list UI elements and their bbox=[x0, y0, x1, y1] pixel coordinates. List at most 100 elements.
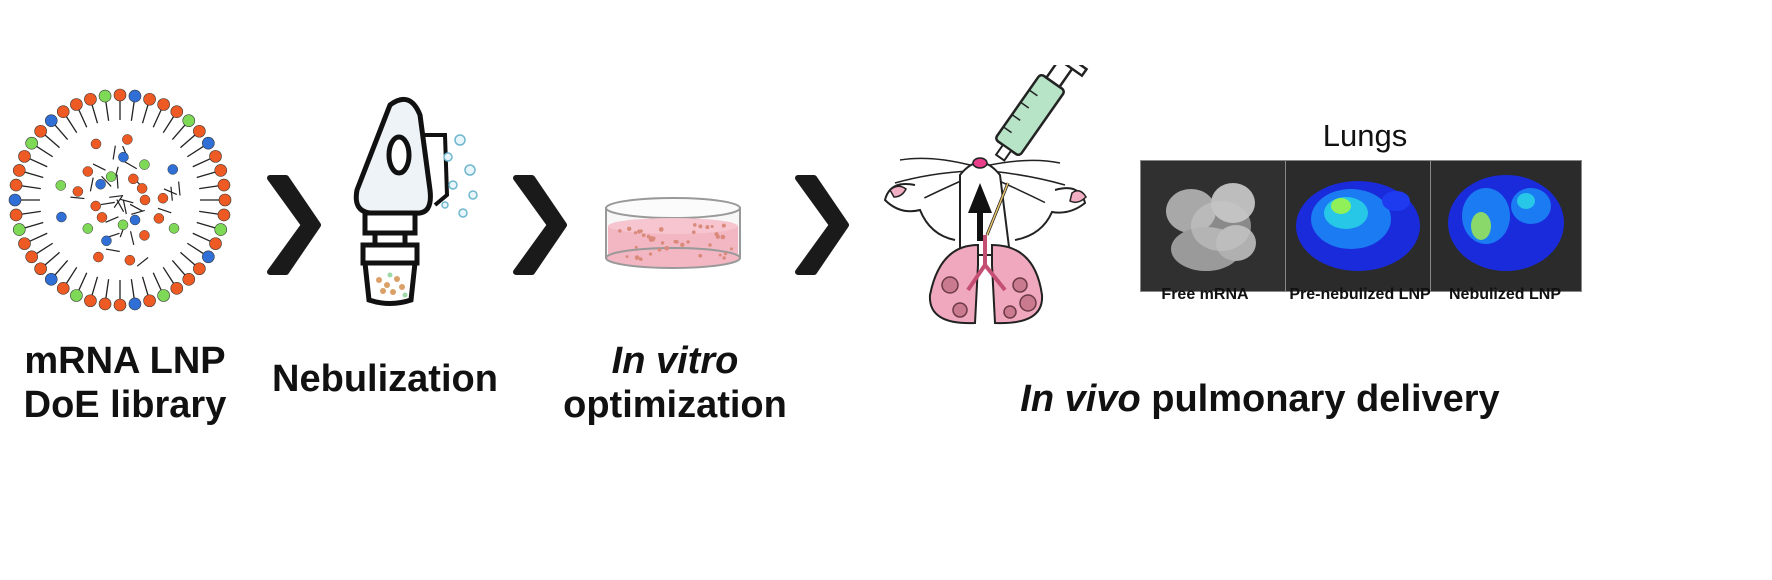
cell-dot bbox=[724, 252, 727, 255]
lipid-head bbox=[114, 299, 126, 311]
step-invivo-italic: In vivo bbox=[1020, 378, 1140, 420]
lipid-head bbox=[122, 134, 132, 144]
lipid-head bbox=[84, 93, 96, 105]
lipid-head bbox=[219, 194, 231, 206]
cell-dot bbox=[651, 238, 655, 242]
lipid-head bbox=[171, 282, 183, 294]
lipid-head bbox=[137, 183, 147, 193]
lipid-head bbox=[154, 213, 164, 223]
lipid-head bbox=[218, 209, 230, 221]
cell-dot bbox=[730, 247, 733, 250]
lipid-head bbox=[118, 152, 128, 162]
cell-dot bbox=[711, 225, 714, 228]
lipid-head bbox=[35, 263, 47, 275]
lung-bioluminescence-image bbox=[1286, 161, 1436, 291]
cell-dot bbox=[692, 230, 696, 234]
lipid-head bbox=[84, 295, 96, 307]
lipid-head bbox=[129, 90, 141, 102]
cell-dot bbox=[722, 224, 726, 228]
cell-dot bbox=[649, 252, 652, 255]
step-invitro-label: In vitro optimization bbox=[545, 340, 805, 427]
step-invivo-label: In vivo pulmonary delivery bbox=[980, 378, 1540, 422]
cell-dot bbox=[618, 229, 622, 233]
caption-nebulized: Nebulized LNP bbox=[1420, 286, 1590, 304]
lipid-head bbox=[125, 255, 135, 265]
cell-dot bbox=[722, 256, 725, 259]
lipid-head bbox=[70, 98, 82, 110]
cell-dot bbox=[642, 233, 646, 237]
cell-dot bbox=[661, 241, 664, 244]
chevron-right-icon bbox=[790, 170, 850, 280]
caption-free-mrna: Free mRNA bbox=[1120, 286, 1290, 304]
cell-dot bbox=[634, 231, 637, 234]
lipid-head bbox=[18, 238, 30, 250]
lipid-head bbox=[73, 186, 83, 196]
lipid-head bbox=[183, 115, 195, 127]
lipid-head bbox=[158, 290, 170, 302]
cell-dot bbox=[626, 255, 629, 258]
cell-dot bbox=[698, 254, 702, 258]
lipid-head bbox=[140, 195, 150, 205]
cell-dot bbox=[673, 240, 677, 244]
step-lnp-line1: mRNA LNP bbox=[0, 340, 250, 384]
lipid-head bbox=[183, 273, 195, 285]
cell-dot bbox=[719, 254, 722, 257]
lipid-head bbox=[45, 273, 57, 285]
cell-dot bbox=[647, 235, 651, 239]
lipid-head bbox=[57, 282, 69, 294]
lipid-head bbox=[210, 238, 222, 250]
step-invivo-rest: pulmonary delivery bbox=[1141, 378, 1500, 420]
cell-dot bbox=[698, 224, 702, 228]
lipid-head bbox=[114, 89, 126, 101]
step-nebulization-label: Nebulization bbox=[255, 358, 515, 402]
lipid-head bbox=[99, 298, 111, 310]
lipid-head bbox=[91, 139, 101, 149]
step-lnp-label: mRNA LNP DoE library bbox=[0, 340, 250, 427]
lipid-head bbox=[45, 115, 57, 127]
lipid-head bbox=[202, 137, 214, 149]
lipid-head bbox=[13, 164, 25, 176]
nebulizer-mask-icon bbox=[335, 95, 485, 310]
lipid-head bbox=[56, 212, 66, 222]
lipid-head bbox=[218, 179, 230, 191]
cell-dot bbox=[693, 223, 697, 227]
lipid-head bbox=[171, 106, 183, 118]
chevron-right-icon bbox=[262, 170, 322, 280]
lnp-particle-illustration bbox=[0, 80, 245, 320]
cell-dot bbox=[680, 243, 684, 247]
lipid-head bbox=[215, 164, 227, 176]
lipid-head bbox=[139, 160, 149, 170]
lipid-head bbox=[97, 212, 107, 222]
cell-dot bbox=[659, 227, 664, 232]
cell-dot bbox=[705, 225, 709, 229]
cell-dot bbox=[664, 246, 669, 251]
lipid-head bbox=[70, 290, 82, 302]
lipid-head bbox=[13, 224, 25, 236]
lung-image-pre-nebulized bbox=[1285, 160, 1437, 292]
lipid-head bbox=[10, 209, 22, 221]
lipid-head bbox=[91, 201, 101, 211]
lipid-head bbox=[96, 179, 106, 189]
lipid-head bbox=[118, 220, 128, 230]
cell-dot bbox=[627, 227, 631, 231]
cell-dot bbox=[639, 229, 642, 232]
lipid-head bbox=[10, 179, 22, 191]
lipid-head bbox=[128, 174, 138, 184]
lung-bioluminescence-image bbox=[1431, 161, 1581, 291]
lipid-head bbox=[158, 98, 170, 110]
lipid-head bbox=[93, 252, 103, 262]
lipid-head bbox=[83, 166, 93, 176]
cell-dot bbox=[716, 235, 720, 239]
lipid-head bbox=[168, 164, 178, 174]
lipid-head bbox=[35, 125, 47, 137]
lung-image-nebulized bbox=[1430, 160, 1582, 292]
lung-grayscale-image bbox=[1141, 161, 1291, 291]
lipid-head bbox=[99, 90, 111, 102]
step-lnp-line2: DoE library bbox=[0, 384, 250, 428]
cell-dot bbox=[635, 246, 638, 249]
lipid-head bbox=[26, 251, 38, 263]
lipid-head bbox=[215, 224, 227, 236]
cell-dot bbox=[686, 240, 689, 243]
step-invitro-line1: In vitro bbox=[545, 340, 805, 384]
lipid-head bbox=[9, 194, 21, 206]
